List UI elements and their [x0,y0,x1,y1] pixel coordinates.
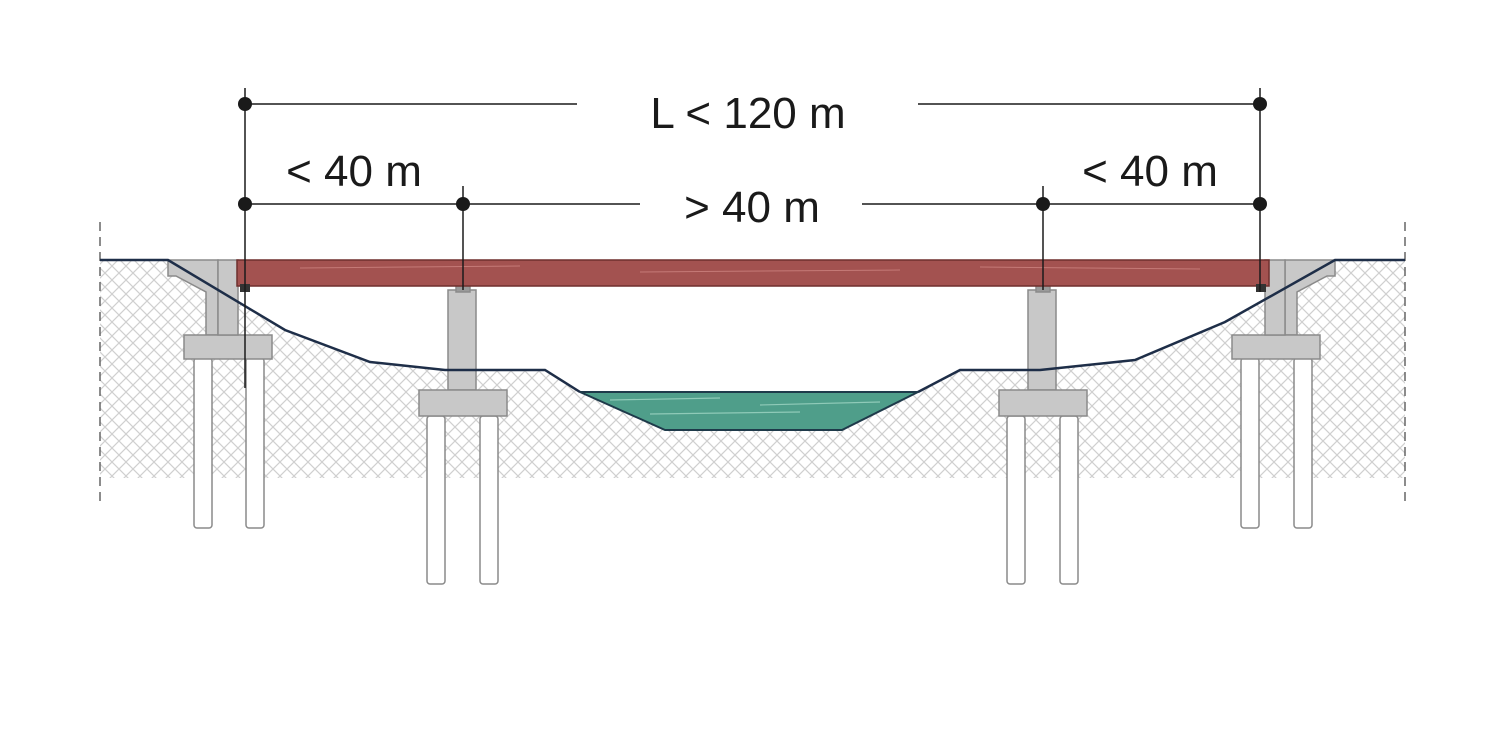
river-water [579,391,919,431]
water-reflections [609,397,881,415]
dimension-endpoint-icon [456,197,470,211]
dimension-endpoint-icon [238,97,252,111]
bridge-deck [236,259,1270,287]
center-span-label: > 40 m [684,183,820,232]
right-pier-piles [1006,415,1079,585]
left-pier [418,283,508,417]
dimension-endpoint-icon [1253,197,1267,211]
dimension-endpoint-icon [238,197,252,211]
dimension-endpoint-icon [1253,97,1267,111]
left-abutment-piles [193,357,265,529]
left-abutment [167,259,273,360]
right-abutment [1231,259,1336,360]
total-length-label: L < 120 m [650,89,845,138]
ground-line [100,258,1405,394]
dimension-lines [245,103,1260,205]
dimension-endpoint-icon [1036,197,1050,211]
soil-mass [100,260,1405,478]
right-pier [998,283,1088,417]
left-span-label: < 40 m [286,147,422,196]
deck-highlights [299,265,1201,273]
dimension-endpoints [238,97,1267,211]
right-span-label: < 40 m [1082,147,1218,196]
